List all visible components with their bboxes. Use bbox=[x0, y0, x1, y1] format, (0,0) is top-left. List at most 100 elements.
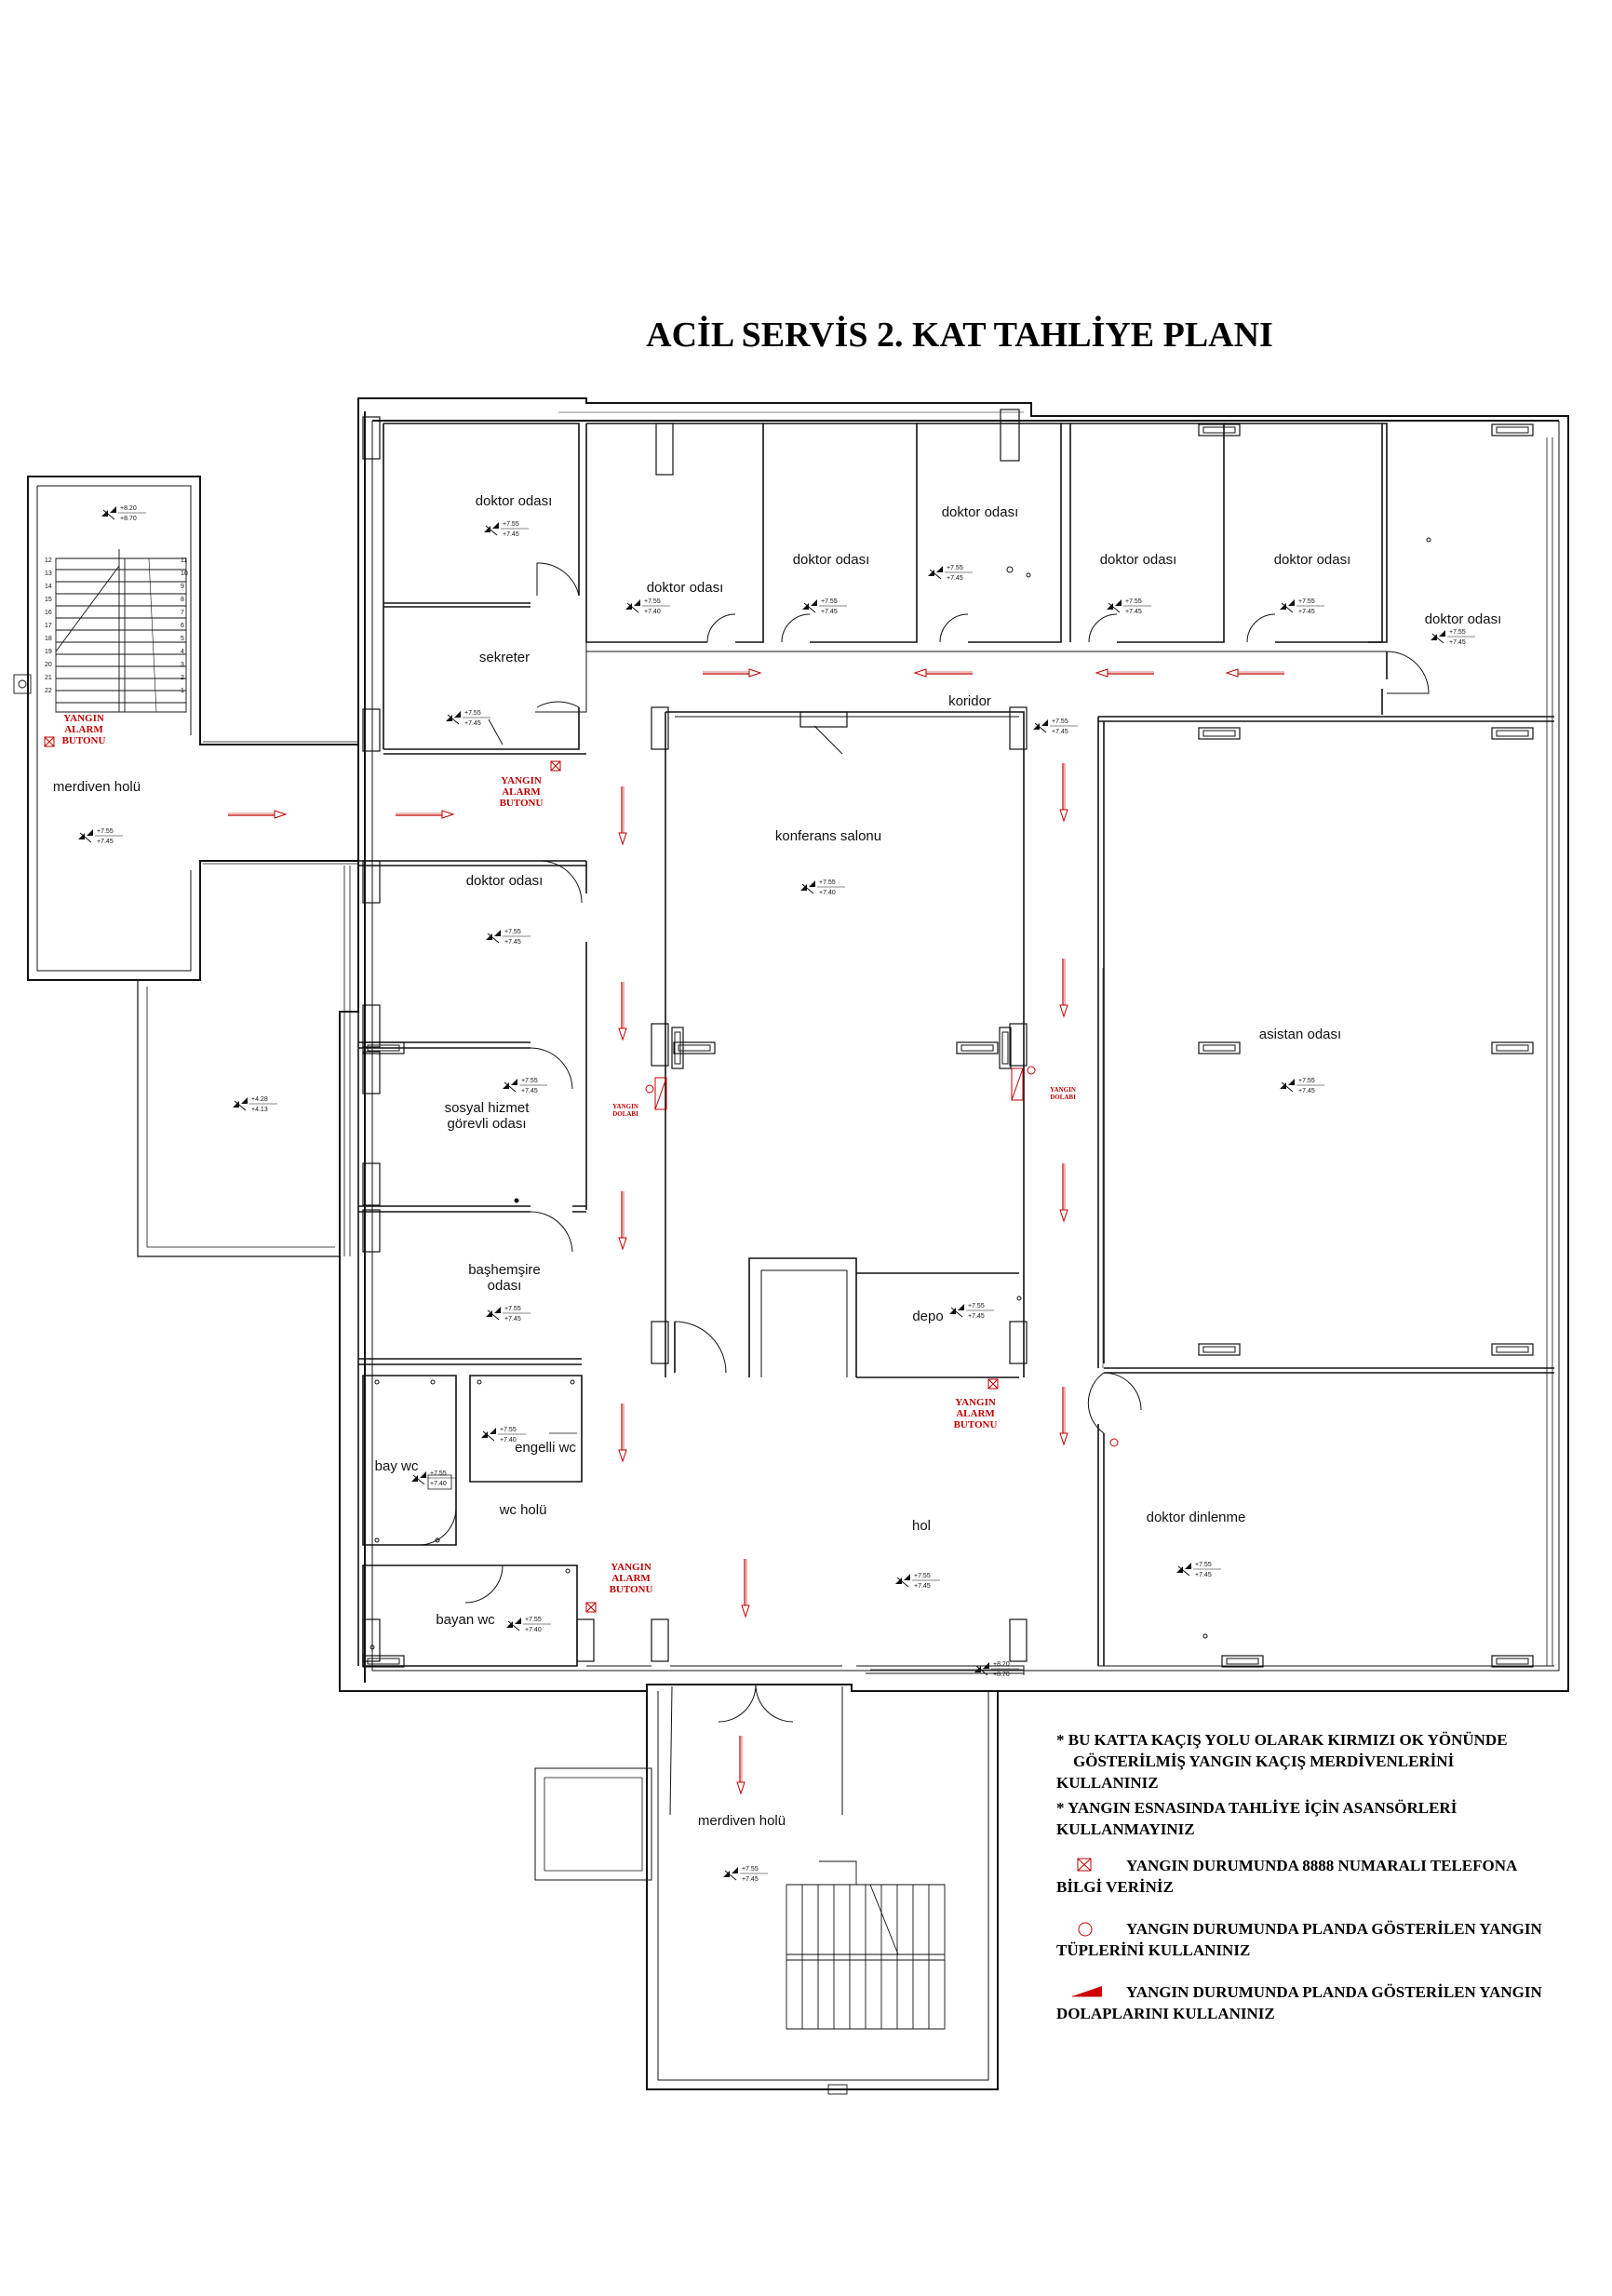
room-bashemsire: odası bbox=[488, 1278, 522, 1294]
svg-text:+7.55: +7.55 bbox=[1195, 1562, 1212, 1568]
room-merdiven-holu: merdiven holü bbox=[53, 779, 141, 795]
room-bashemsire: başhemşire bbox=[468, 1262, 541, 1278]
room-doktor-odasi: doktor odası bbox=[1100, 552, 1177, 568]
fire-cabinet-icon bbox=[1072, 1986, 1102, 1997]
svg-text:8: 8 bbox=[181, 597, 184, 603]
svg-text:3: 3 bbox=[181, 662, 184, 668]
svg-text:+8.20: +8.20 bbox=[120, 505, 137, 512]
svg-text:+7.45: +7.45 bbox=[1052, 729, 1068, 735]
svg-text:+4.13: +4.13 bbox=[251, 1107, 268, 1113]
evac-arrow bbox=[618, 1190, 627, 1250]
svg-text:+4.28: +4.28 bbox=[251, 1096, 268, 1103]
svg-text:+7.55: +7.55 bbox=[968, 1303, 985, 1309]
bottom-stair bbox=[786, 1860, 946, 2095]
alarm-label: BUTONU bbox=[954, 1419, 998, 1430]
extinguisher-icon bbox=[645, 1084, 654, 1094]
room-bay-wc: bay wc bbox=[375, 1458, 419, 1474]
svg-text:+7.45: +7.45 bbox=[742, 1876, 759, 1883]
alarm-label: ALARM bbox=[502, 786, 541, 798]
room-asistan-odasi: asistan odası bbox=[1259, 1027, 1341, 1042]
svg-text:+7.45: +7.45 bbox=[97, 839, 114, 845]
room-sekreter: sekreter bbox=[479, 650, 530, 665]
svg-text:5: 5 bbox=[181, 636, 184, 642]
svg-text:15: 15 bbox=[45, 597, 52, 603]
evac-arrow bbox=[227, 810, 287, 819]
legend-alarm: YANGIN DURUMUNDA 8888 NUMARALI TELEFONA … bbox=[1056, 1857, 1518, 1896]
note-escape-route: * BU KATTA KAÇIŞ YOLU OLARAK KIRMIZI OK … bbox=[1056, 1731, 1508, 1792]
cabinet-label: YANGIN bbox=[1050, 1086, 1076, 1094]
svg-text:+7.55: +7.55 bbox=[742, 1866, 759, 1873]
svg-text:+7.55: +7.55 bbox=[504, 1306, 521, 1312]
room-doktor-odasi: doktor odası bbox=[647, 580, 724, 596]
svg-text:2: 2 bbox=[181, 675, 184, 681]
alarm-label: BUTONU bbox=[62, 735, 106, 746]
svg-text:19: 19 bbox=[45, 649, 52, 655]
evac-arrow bbox=[618, 1403, 627, 1462]
svg-text:+8.70: +8.70 bbox=[120, 516, 137, 522]
evac-arrow bbox=[914, 668, 974, 678]
svg-text:9: 9 bbox=[181, 584, 184, 590]
svg-text:+7.45: +7.45 bbox=[968, 1313, 985, 1320]
alarm-label: BUTONU bbox=[610, 1584, 653, 1595]
svg-text:+7.45: +7.45 bbox=[503, 531, 519, 538]
room-engelli-wc: engelli wc bbox=[515, 1440, 576, 1456]
evac-arrow bbox=[1059, 762, 1068, 822]
svg-text:22: 22 bbox=[45, 688, 52, 694]
elevation-markers: +7.55 +7.45 +7.55 +7.40 +7.55 +7.45 +7.55 +7… bbox=[77, 505, 1475, 1883]
evac-arrow bbox=[1059, 1162, 1068, 1222]
svg-text:+7.45: +7.45 bbox=[1125, 609, 1142, 615]
svg-text:+7.55: +7.55 bbox=[821, 598, 838, 605]
svg-text:+7.45: +7.45 bbox=[504, 939, 521, 946]
alarm-label: ALARM bbox=[611, 1573, 651, 1584]
svg-text:+7.55: +7.55 bbox=[503, 521, 519, 528]
fixtures bbox=[369, 537, 1431, 1650]
room-wc-holu: wc holü bbox=[499, 1502, 547, 1518]
alarm-icon bbox=[585, 1602, 597, 1613]
evac-arrow bbox=[702, 668, 761, 678]
room-doktor-odasi: doktor odası bbox=[942, 504, 1019, 520]
legend-extinguisher: YANGIN DURUMUNDA PLANDA GÖSTERİLEN YANGI… bbox=[1056, 1920, 1542, 1959]
svg-text:+7.55: +7.55 bbox=[500, 1427, 517, 1433]
svg-text:16: 16 bbox=[45, 610, 52, 616]
room-doktor-odasi: doktor odası bbox=[1274, 552, 1351, 568]
interior-walls bbox=[357, 423, 1554, 1816]
stair-numbers: 12 13 14 15 16 17 18 19 20 21 22 11 10 9… bbox=[45, 557, 188, 694]
svg-text:1: 1 bbox=[181, 688, 184, 694]
svg-text:18: 18 bbox=[45, 636, 52, 642]
evac-arrow bbox=[618, 981, 627, 1041]
svg-text:+7.55: +7.55 bbox=[504, 929, 521, 935]
svg-text:+7.45: +7.45 bbox=[521, 1088, 538, 1094]
svg-text:+7.55: +7.55 bbox=[521, 1078, 538, 1084]
room-koridor: koridor bbox=[948, 693, 991, 709]
room-hol: hol bbox=[912, 1518, 931, 1534]
left-stair bbox=[13, 549, 187, 713]
svg-text:+7.40: +7.40 bbox=[430, 1481, 447, 1487]
extinguisher-icon bbox=[1109, 1438, 1119, 1447]
extinguisher-icon bbox=[1027, 1066, 1036, 1075]
svg-text:20: 20 bbox=[45, 662, 52, 668]
svg-text:+7.55: +7.55 bbox=[525, 1617, 542, 1623]
svg-text:+7.55: +7.55 bbox=[819, 879, 836, 886]
evac-arrow bbox=[1226, 668, 1285, 678]
evacuation-notes: * BU KATTA KAÇIŞ YOLU OLARAK KIRMIZI OK … bbox=[1056, 1729, 1605, 2024]
alarm-icon bbox=[550, 760, 561, 772]
svg-text:21: 21 bbox=[45, 675, 52, 681]
svg-text:+7.45: +7.45 bbox=[1298, 1088, 1315, 1094]
svg-text:+7.55: +7.55 bbox=[914, 1573, 931, 1579]
alarm-label: YANGIN bbox=[955, 1397, 996, 1408]
svg-text:+7.40: +7.40 bbox=[819, 890, 836, 896]
room-doktor-odasi: doktor odası bbox=[476, 493, 553, 509]
cabinet-label: DOLABI bbox=[1050, 1094, 1076, 1101]
evac-arrow bbox=[618, 785, 627, 845]
svg-text:11: 11 bbox=[181, 557, 187, 564]
room-doktor-odasi: doktor odası bbox=[1425, 611, 1502, 627]
evac-arrow bbox=[1059, 1386, 1068, 1445]
room-bayan-wc: bayan wc bbox=[436, 1612, 495, 1628]
svg-text:+7.55: +7.55 bbox=[1298, 598, 1315, 605]
evac-arrow bbox=[741, 1558, 750, 1618]
evac-arrow bbox=[1095, 668, 1155, 678]
svg-text:+7.55: +7.55 bbox=[1125, 598, 1142, 605]
evac-arrow bbox=[1059, 958, 1068, 1017]
svg-text:+7.55: +7.55 bbox=[1298, 1078, 1315, 1084]
